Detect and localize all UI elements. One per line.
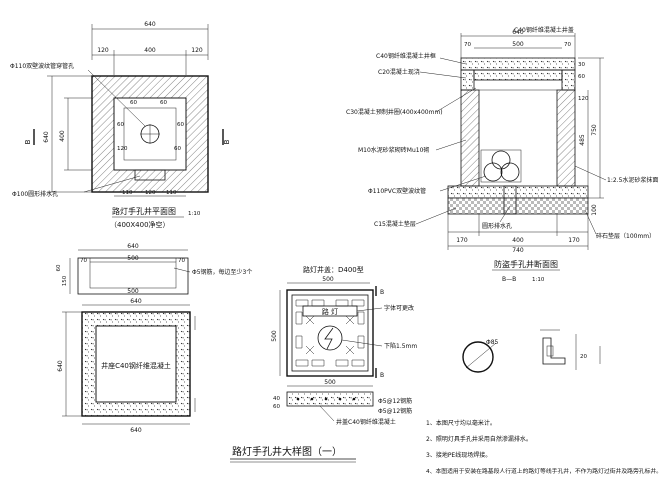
sec-dim-30: 30: [578, 62, 585, 68]
note-2: 2、照明灯具手孔井采用自然渗漏排水。: [426, 435, 532, 443]
cover-label-depth: 下陷1.5mm: [384, 342, 417, 350]
sec-label-c20: C20混凝土现浇: [378, 68, 420, 76]
frame-view: 640 500 70 70 500 150 60 Φ5钢筋，每边至少3个 640…: [56, 243, 252, 434]
section-title: 防盗手孔井断面图: [494, 259, 558, 269]
note-1: 1、本图尺寸均以毫米计。: [426, 419, 496, 427]
plan-dim-110a: 110: [122, 190, 133, 196]
detail-view: Φ85 20: [462, 329, 601, 373]
plan-dim-60b: 60: [160, 100, 167, 106]
sec-dim-750: 750: [591, 124, 598, 136]
cover-bracket-bottom: B: [380, 372, 384, 379]
cover-view: 路灯井盖：D400型 500 路 灯 500 字体可更改 下陷1.5mm B B…: [271, 265, 417, 426]
note-3: 3、接地PE线现场焊接。: [426, 451, 491, 459]
plan-dim-60a: 60: [130, 100, 137, 106]
sec-label-pvc: Φ110PVC双壁波纹管: [368, 187, 426, 195]
frame-center-label: 井座C40钢纤维混凝土: [101, 361, 171, 370]
section-scale: 1:10: [532, 277, 545, 283]
sec-dim-740: 740: [512, 247, 524, 254]
cover-dim-60: 60: [273, 404, 280, 410]
plan-dim-120d: 120: [145, 190, 156, 196]
section-view: 640 500 70 70 750 485 100 120 60 30: [346, 26, 658, 283]
cover-dim-500a: 500: [322, 276, 334, 283]
plan-dim-120c: 120: [117, 146, 128, 152]
plan-dim-60d: 60: [177, 122, 184, 128]
plan-title: 路灯手孔井平面图: [112, 206, 176, 216]
sec-dim-100: 100: [591, 204, 598, 216]
sec-label-frame: C40钢纤维混凝土井框: [376, 52, 436, 60]
sec-label-gravel: 碎石垫层（100mm）: [596, 232, 655, 240]
lightning-icon: [324, 327, 334, 350]
plan-dim-120b: 120: [191, 47, 203, 54]
cover-text: 路 灯: [322, 307, 338, 316]
plan-view: 640 120 400 120 60 60 60 60 120 60 110 1…: [10, 21, 231, 229]
cover-label-rebar-a: Φ5@12钢筋: [378, 397, 412, 405]
notes: 1、本图尺寸均以毫米计。 2、照明灯具手孔井采用自然渗漏排水。 3、接地PE线现…: [426, 419, 662, 475]
sec-label-cover: C40钢纤维混凝土井盖: [514, 26, 574, 34]
cover-label-rebar-b: Φ5@12钢筋: [378, 407, 412, 415]
sec-dim-485: 485: [579, 134, 586, 146]
frame-dim-bottom-640: 640: [130, 427, 142, 434]
main-title: 路灯手孔井大样图（一）: [232, 445, 342, 458]
sec-label-ring: C30混凝土预制井圈(400x400mm): [346, 108, 443, 116]
plan-dim-110b: 110: [166, 190, 177, 196]
sec-label-plaster: 1:2.5水泥砂浆抹面: [607, 176, 658, 184]
plan-dim-400: 400: [144, 47, 156, 54]
detail-dim-phi85: Φ85: [486, 339, 499, 346]
plan-dim-60c: 60: [117, 122, 124, 128]
plan-dim-side-640: 640: [43, 131, 50, 143]
frame-dim-640: 640: [127, 243, 139, 250]
cover-header: 路灯井盖：D400型: [303, 265, 364, 274]
sec-dim-120: 120: [578, 96, 589, 102]
cover-label-concrete: 井盖C40钢纤维混凝土: [336, 418, 396, 426]
sec-dim-70b: 70: [564, 42, 571, 48]
plan-dim-120a: 120: [97, 47, 109, 54]
cover-dim-40: 40: [273, 396, 280, 402]
sec-dim-60: 60: [578, 74, 585, 80]
cover-label-text-change: 字体可更改: [384, 304, 414, 312]
frame-dim-70b: 70: [178, 258, 185, 264]
plan-scale: 1:10: [188, 211, 201, 217]
sec-label-base: C15混凝土垫层: [374, 220, 416, 228]
frame-dim-150: 150: [62, 275, 68, 286]
cover-dim-500b: 500: [324, 379, 336, 386]
main-title-block: 路灯手孔井大样图（一）: [230, 445, 356, 463]
frame-label-rebar: Φ5钢筋，每边至少3个: [192, 268, 252, 276]
plan-section-mark-left: B: [24, 139, 32, 144]
sec-dim-500: 500: [512, 41, 524, 48]
plan-dim-side-400: 400: [59, 130, 66, 142]
sec-dim-170a: 170: [456, 237, 468, 244]
sec-dim-170b: 170: [568, 237, 580, 244]
frame-dim-side-640: 640: [57, 360, 64, 372]
note-4: 4、本图适用于安装在路基段人行道上的路灯等线手孔井，不作为路灯过街井及路旁孔标井…: [426, 467, 662, 475]
sec-dim-400: 400: [512, 237, 524, 244]
frame-dim-500b: 500: [127, 288, 139, 295]
plan-dim-640: 640: [144, 21, 156, 28]
plan-subtitle: （400X400净空）: [110, 220, 170, 229]
plan-label-pipe: Φ110双壁波纹管穿管孔: [10, 62, 74, 70]
sec-label-drain: 圆形排水孔: [482, 222, 512, 230]
sec-dim-640: 640: [512, 29, 524, 36]
frame-dim-top-640: 640: [130, 298, 142, 305]
sec-label-wall: M10水泥砂浆砌砖Mu10砌: [358, 146, 429, 154]
cover-dim-side-500: 500: [271, 330, 278, 342]
plan-section-mark-right: B: [223, 139, 231, 144]
cover-bracket-top: B: [380, 289, 384, 296]
sec-dim-70a: 70: [464, 42, 471, 48]
plan-label-drain: Φ100圆形排水孔: [12, 190, 58, 198]
detail-dim-20: 20: [580, 354, 587, 360]
frame-dim-500a: 500: [127, 255, 139, 262]
frame-dim-60: 60: [56, 264, 62, 271]
frame-dim-70a: 70: [80, 258, 87, 264]
plan-dim-60e: 60: [174, 146, 181, 152]
section-subtitle: B—B: [502, 276, 516, 283]
